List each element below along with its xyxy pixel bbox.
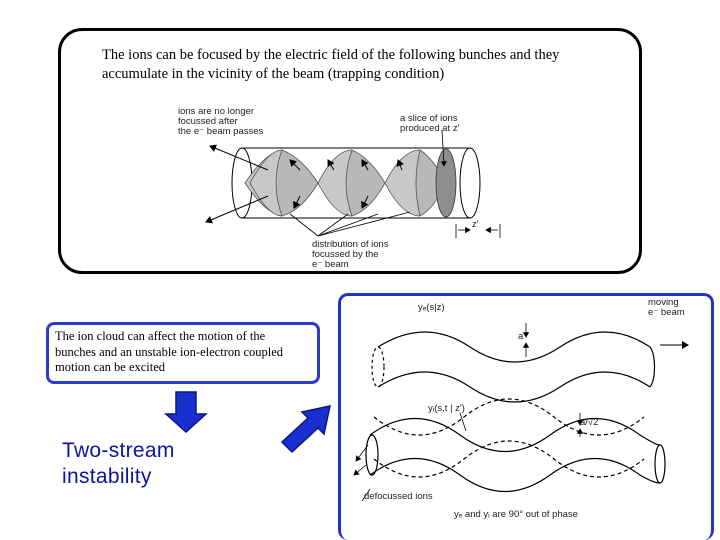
- focusing-caption: The ions can be focused by the electric …: [102, 46, 642, 84]
- two-stream-line-2: instability: [62, 465, 152, 488]
- label-not-focussed-2: focussed after: [178, 116, 238, 127]
- label-a: a: [518, 331, 524, 342]
- label-distribution-1: distribution of ions: [312, 239, 389, 250]
- label-slice-1: a slice of ions: [400, 113, 458, 124]
- label-moving-1: moving: [648, 297, 679, 308]
- label-slice-2: produced at z': [400, 123, 460, 134]
- label-distribution-3: e⁻ beam: [312, 259, 349, 270]
- ion-wave: [365, 398, 666, 492]
- leader-lines: [289, 129, 501, 238]
- defocus-arrows: [205, 144, 404, 224]
- label-not-focussed: ions are no longer focussed after the e⁻…: [178, 107, 263, 137]
- two-stream-title: Two-stream instability: [62, 438, 175, 490]
- caption-line-2: accumulate in the vicinity of the beam (…: [102, 66, 445, 82]
- label-moving-2: e⁻ beam: [648, 307, 685, 318]
- two-stream-figure: [353, 323, 689, 502]
- label-moving: moving e⁻ beam: [648, 298, 685, 318]
- diagonal-arrow-icon: [280, 405, 331, 454]
- label-ye: yₑ(s|z): [418, 302, 445, 313]
- down-arrow-icon: [164, 391, 208, 434]
- ion-cloud-box: The ion cloud can affect the motion of t…: [46, 322, 320, 384]
- cloud-line-2: bunches and an unstable ion-electron cou…: [55, 344, 284, 359]
- label-distribution: distribution of ions focussed by the e⁻ …: [312, 240, 389, 270]
- label-not-focussed-3: the e⁻ beam passes: [178, 126, 264, 137]
- label-z: z': [472, 219, 479, 230]
- label-phase: yₑ and yᵢ are 90° out of phase: [454, 509, 578, 520]
- ion-focusing-figure: [205, 129, 501, 238]
- label-slice: a slice of ions produced at z': [400, 114, 459, 134]
- two-stream-figure-frame: [338, 293, 714, 540]
- ion-bunches: [244, 148, 457, 218]
- label-yi: yᵢ(s,t | z'): [428, 403, 465, 414]
- label-not-focussed-1: ions are no longer: [178, 106, 255, 117]
- label-a-sqrt: a/√2: [580, 417, 599, 428]
- two-stream-line-1: Two-stream: [62, 439, 175, 462]
- defocus-ion-arrows: [353, 444, 369, 476]
- cloud-line-3: motion can be excited: [55, 360, 166, 374]
- cloud-line-1: The ion cloud can affect the motion of t…: [55, 329, 266, 343]
- label-distribution-2: focussed by the: [312, 249, 379, 260]
- caption-line-1: The ions can be focused by the electric …: [102, 47, 560, 63]
- electron-beam-wave: [371, 331, 656, 403]
- label-defocussed: defocussed ions: [364, 491, 433, 502]
- beam-pipe: [231, 147, 481, 219]
